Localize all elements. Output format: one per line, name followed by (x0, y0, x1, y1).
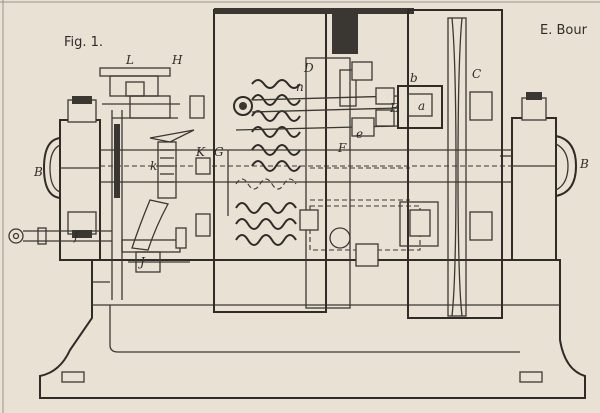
eccentric-block-a (375, 85, 443, 129)
lower-linkage (299, 201, 439, 267)
author-name: E. Bour (540, 23, 588, 38)
central-hub (305, 12, 410, 309)
label-k: k (150, 159, 157, 173)
label-K: K (195, 145, 206, 159)
label-J: J (137, 255, 146, 269)
label-n: n (296, 80, 304, 94)
regulator-assembly (99, 67, 211, 300)
figure-title: Fig. 1. (64, 35, 103, 50)
right-bearing-pedestal (500, 92, 578, 261)
wheel-c (407, 9, 503, 319)
label-H: H (171, 53, 183, 67)
label-a: a (418, 99, 425, 113)
label-f: f (73, 229, 81, 243)
spring-coils (235, 79, 301, 246)
label-D: D (303, 61, 314, 75)
label-G: G (214, 145, 224, 159)
rod-f (8, 227, 112, 245)
label-e: e (356, 127, 363, 141)
label-E: E (389, 101, 399, 115)
left-bearing-pedestal (42, 96, 101, 261)
label-B-right: B (579, 157, 589, 171)
label-F: F (337, 141, 347, 155)
label-C: C (472, 67, 481, 81)
spring-drum (213, 8, 414, 313)
label-b: b (410, 71, 418, 85)
label-B-left: B (33, 165, 43, 179)
label-L: L (125, 53, 134, 67)
